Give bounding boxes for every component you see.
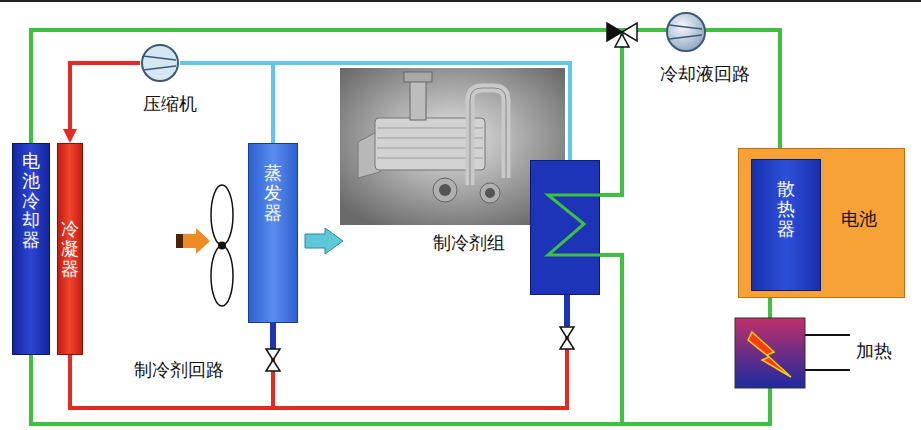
loop-label: 制冷剂回路 [134, 360, 224, 382]
photo-pipe-cap [404, 72, 432, 82]
air-in-arrow-tail [176, 234, 183, 248]
compressor-symbol [143, 66, 176, 70]
pump-symbol [669, 25, 702, 29]
compressor-circle: 压缩机 [140, 43, 180, 83]
component-label: 电池冷却器 [22, 152, 40, 251]
component-label: 蒸发器 [264, 164, 282, 223]
air-out-arrow [305, 228, 343, 254]
frame-line [0, 0, 921, 2]
heater-lightning [748, 332, 791, 377]
label-anchor: 制冷剂回路 [134, 360, 224, 382]
compressor-outline [140, 43, 180, 83]
component-label: 压缩机 [143, 94, 203, 116]
photo-port [433, 178, 457, 202]
expansion-valve [266, 349, 280, 360]
component-label: 散热器 [777, 180, 795, 239]
photo-port-hole [439, 184, 451, 196]
expansion-valve [266, 360, 280, 371]
component-label: 冷凝器 [61, 220, 79, 279]
pipe-stub [270, 323, 276, 350]
loop-label: 冷却液回路 [660, 64, 750, 86]
pipe-connector [31, 298, 770, 424]
radiator-box: 散热器 [751, 159, 821, 291]
coolant-pump [667, 13, 705, 51]
photo-tube-edge [470, 88, 506, 185]
label-anchor: 冷却液回路 [660, 64, 750, 86]
pump-symbol [669, 35, 702, 39]
air-in-arrow [182, 228, 210, 254]
chiller-coil [530, 160, 600, 295]
compressor-circle-shape [142, 45, 178, 81]
fan-blade [211, 246, 233, 306]
fan-hub [218, 242, 226, 250]
pipe-stub [564, 295, 570, 326]
photo-pipe [410, 80, 426, 120]
chiller-box: 制冷剂组 [530, 160, 600, 295]
pipe-connector [70, 295, 567, 408]
photo-tube [470, 88, 506, 185]
photo-port [480, 183, 500, 203]
compressor-symbol [143, 56, 176, 60]
component-label: 电池 [841, 209, 891, 231]
label-anchor: 加热 [856, 341, 892, 363]
component-label: 制冷剂组 [433, 233, 513, 255]
evaporator-box: 蒸发器 [248, 143, 298, 323]
condenser-box: 冷凝器 [57, 143, 83, 355]
heater-box [735, 318, 805, 388]
expansion-valve [560, 338, 574, 349]
coil-zigzag [548, 195, 600, 255]
pipe-connector [70, 323, 273, 408]
expansion-valve [560, 327, 574, 338]
heater-wire [805, 369, 850, 371]
battery-cooler-box: 电池冷却器 [12, 143, 50, 355]
photo-port-hole [485, 188, 495, 198]
pipe-connector [70, 63, 140, 135]
heater-label: 加热 [856, 341, 892, 363]
three-way-valve [615, 34, 629, 47]
battery-box: 电池 散热器 [738, 148, 905, 298]
fan-blade [211, 185, 233, 245]
heater-wire [805, 334, 850, 336]
